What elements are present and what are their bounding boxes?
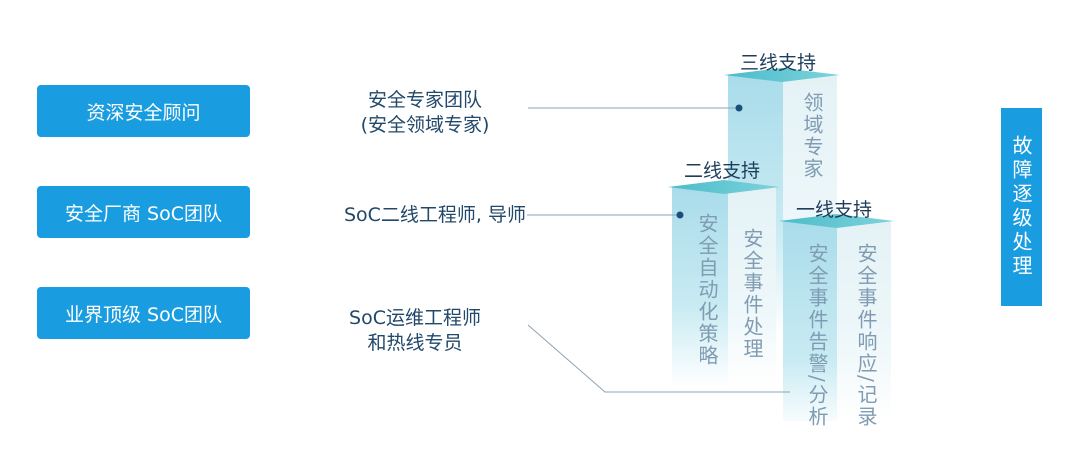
column-second-front-text: 安全自动化策略 [695,213,719,367]
column-second-top [668,180,780,194]
column-third-top [724,68,840,82]
label-ops-line1: SoC运维工程师 [349,307,481,329]
column-third-title: 三线支持 [740,52,817,74]
column-second-side-text: 安全事件处理 [740,228,764,360]
box-senior-consultant: 资深安全顾问 [37,85,250,137]
column-second-side [728,187,776,387]
column-third-side-text: 领域专家 [800,92,824,180]
column-second-title: 二线支持 [684,160,761,182]
label-expert-team-line1: 安全专家团队 [367,89,482,111]
escalation-label-box: 故障逐级处理 [1001,108,1042,306]
box-vendor-soc-team: 安全厂商 SoC团队 [37,186,250,238]
column-first-side [837,221,891,421]
column-first-top [779,214,894,228]
column-first-side-text: 安全事件响应/记录 [854,243,878,428]
column-first-title: 一线支持 [796,199,873,221]
connector-first [527,324,790,393]
connector-third-dot [735,104,743,112]
column-first-front [783,221,837,421]
connector-second-dot [676,211,684,219]
label-second-line-engineers: SoC二线工程师, 导师 [343,204,526,226]
label-ops-line2: 和热线专员 [367,332,463,354]
label-expert-team: 安全专家团队 (安全领域专家) [335,88,515,138]
box-top-soc-team: 业界顶级 SoC团队 [37,287,250,339]
column-second-front [672,187,728,387]
column-first-front-text: 安全事件告警/分析 [805,243,829,428]
label-ops-engineers: SoC运维工程师 和热线专员 [325,306,505,356]
label-expert-team-line2: (安全领域专家) [360,114,490,136]
